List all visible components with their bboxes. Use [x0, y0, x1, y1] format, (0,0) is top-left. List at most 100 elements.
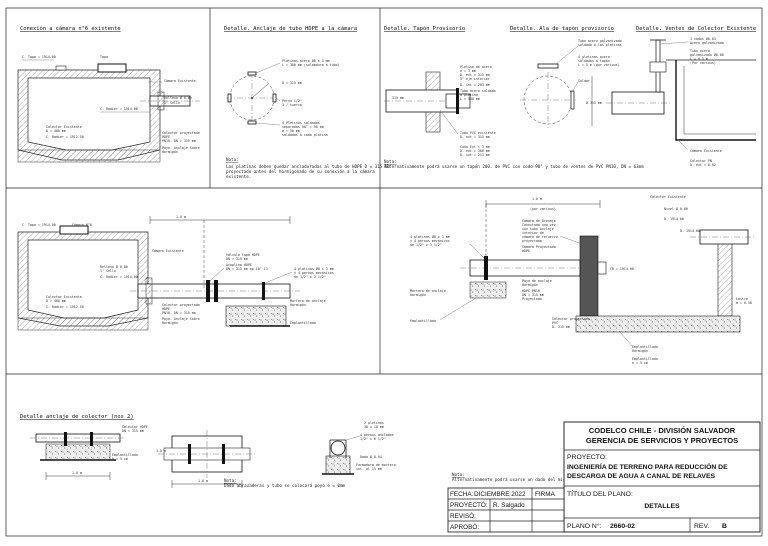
- date-label: FECHA:: [450, 491, 474, 498]
- chamber-label: Cámara Existente: [164, 79, 196, 83]
- existing-collector-elev-2: D. 1914.00: [680, 229, 700, 233]
- note-line-2: proyectado antes del hormigonado de su c…: [226, 169, 375, 174]
- chamber-drain-f: proyectada: [522, 239, 542, 243]
- designed-by-label: PROYECTÓ:: [450, 500, 488, 509]
- panel-connection-section: 1.0 m C. Tapa = 1914.00 Cámara N°6 Cámar…: [17, 215, 334, 331]
- hdpe-pipe: HDPE PN10: [522, 289, 540, 293]
- wing-galv-tube: Tubo acero galvanizado: [578, 39, 622, 43]
- designed-by-value: R. Salgado: [493, 502, 525, 509]
- view3-bolts: 4 pernos anclados: [360, 433, 394, 437]
- view1-lean-thk: H = 5 cm: [112, 457, 128, 461]
- projected-collector: Colector proyectado: [552, 317, 590, 321]
- vent-collector: Colector PN: [690, 159, 712, 163]
- panel-title: Conexión a cámara n°6 existente: [20, 25, 121, 32]
- note2-heading: Nota:: [224, 478, 237, 483]
- reviewed-by-label: REVISÓ:: [450, 511, 476, 520]
- dimension-1m: 1.0 m: [532, 197, 542, 201]
- panel-title: Detalle. Anclaje de tubo HDPE a la cámar…: [224, 25, 357, 32]
- lean-concrete-label: Emplantillado: [290, 321, 316, 325]
- bolt-label: Perno 1/2": [282, 99, 302, 103]
- date-value: DICIEMBRE 2022: [474, 491, 526, 498]
- wing-plates-weld: soldadas a tapón: [578, 59, 610, 63]
- plates-spacing: separadas 90° = 90 mm: [282, 125, 324, 129]
- approved-by-label: APROBÓ:: [450, 522, 479, 531]
- vent-tube-varios: (Por various): [690, 61, 716, 65]
- wedge-ext: D. ext = 300 mm: [460, 149, 490, 153]
- signature-label: FIRMA: [535, 491, 556, 498]
- existing-collector-label: Colector Existente: [46, 125, 82, 129]
- seal-label: 1° Sello: [100, 269, 116, 273]
- plates-welded: 4 Pletinas soldadas: [282, 121, 320, 125]
- existing-collector-dia: D = 400 mm: [46, 299, 66, 303]
- view1-collector-dn: DN = 315 mm: [122, 429, 144, 433]
- company-name: CODELCO CHILE - DIVISIÓN SALVADOR: [589, 426, 736, 435]
- note-heading: Nota:: [226, 157, 239, 162]
- plug-int-dia: D. int = 203 mm: [460, 83, 490, 87]
- view3-bolts-size: 1/2" x 6 1/2": [360, 437, 386, 441]
- panel-collector-anchorage: Detalle anclaje de colector (nos 2) 1.0 …: [20, 414, 644, 488]
- panel-title: Detalle anclaje de colector (nos 2): [20, 414, 134, 420]
- plan-number-label: PLANO N°:: [567, 522, 602, 530]
- wing-weld: Soldar: [578, 79, 590, 83]
- projected-collector-material: HDPE: [162, 135, 170, 139]
- plug-welded-to: a pletina: [460, 93, 478, 97]
- existing-collector-elev-1: D. 1914.00: [664, 217, 684, 221]
- wedge-label: Cuña Ext = 3 mm: [460, 145, 490, 149]
- plates-bolts-size: de 1/2" x 3 1/2": [294, 275, 326, 279]
- chamber-drain-c: con tubo Anclaje: [522, 227, 554, 231]
- existing-collector: Colector Existente: [650, 195, 686, 199]
- lean-concrete-1: Emplantillado: [632, 345, 658, 349]
- vent-tube-length: L = 0.5 m: [690, 57, 708, 61]
- projected-collector-dn: PN10. DN = 315 mm: [162, 139, 196, 143]
- mortar-label: Mortero de anclaje: [410, 289, 446, 293]
- plug-note-line: Alternativamente podrá usarse un tapón 2…: [384, 164, 644, 169]
- mortar-label: Mortero de anclaje: [290, 299, 326, 303]
- tapa-level-label: C. Tapa = 1914.00: [22, 223, 56, 227]
- existing-collector-dia: D = 400 mm: [46, 129, 66, 133]
- chamber-drain-d: interior de: [522, 231, 544, 235]
- radier-label: C. Radier = 1914.00: [100, 107, 138, 111]
- valve-dn: DN = 315 mm: [226, 257, 248, 261]
- department-name: GERENCIA DE SERVICIOS Y PROYECTOS: [586, 436, 738, 445]
- fill-label: Relleno Ø 0.80: [100, 264, 128, 269]
- chamber-no-label: Cámara N°6: [72, 223, 92, 227]
- coupling-label: Acoplina HDPE: [226, 263, 252, 267]
- coupling-dn: DN = 315 mm ep 10° 13: [226, 267, 268, 271]
- anchor-material: Hormigón: [162, 321, 178, 325]
- anchor-label: Poyo. Anclaje Sobre: [162, 317, 200, 321]
- vent-chamber: Cámara Existente: [690, 149, 722, 153]
- panel-temporary-plug: Detalle. Tapón Provisorio Detalle. Ala d…: [384, 25, 756, 169]
- diameter-label: D = 315 mm: [282, 81, 302, 85]
- note1-heading: Nota:: [452, 472, 465, 477]
- bolt-nut: 3 / tuerca: [282, 103, 302, 107]
- plate-length: L = 300 mm (soldadura a tubo): [282, 63, 340, 67]
- plug-plate-axis: 5° eje interior: [460, 77, 490, 81]
- project-name-1: INGENIERÍA DE TERRENO PARA REDUCCIÓN DE: [567, 462, 728, 471]
- view3-die: Dado Ø 0.04: [360, 454, 382, 459]
- project-label: PROYECTO:: [567, 454, 607, 461]
- view2-dim: 1.0 m: [198, 479, 208, 483]
- projected-collector-dn: PN10. DN = 315 mm: [162, 311, 196, 315]
- plates-bolts: y 4 pernos mecánicos: [410, 239, 450, 243]
- view1-lean: Emplantillado: [112, 453, 138, 457]
- view3-plates: 2 pletinas: [364, 421, 384, 425]
- mortar-material: Hormigón: [290, 303, 306, 307]
- panel-projected-chamber: 1.0 m (por various) Cámara de Drenaje Co…: [410, 195, 756, 365]
- projected-collector-dia: D. 315 mm: [552, 325, 570, 329]
- seal-label: 1° Sello: [164, 101, 180, 105]
- wedge-int: D. int = 213 mm: [460, 153, 490, 157]
- anchor-label-material: Hormigón: [162, 150, 178, 154]
- plates-bolts-size: de 1/2" x 3 1/2": [410, 243, 442, 247]
- revision-label: REV.: [694, 523, 709, 530]
- plug-length: L = 500 mm: [460, 97, 480, 101]
- dimension-1m: 1.0 m: [176, 215, 186, 219]
- projected-chamber: Cámara Proyectada: [522, 245, 556, 249]
- plug-note-heading: Nota:: [384, 159, 397, 164]
- chamber-drain: Cámara de Drenaje: [522, 219, 556, 223]
- projected-chamber-material: HDPE: [522, 249, 530, 253]
- plates-welded-each: soldadas a cada platina: [282, 133, 328, 137]
- panel-hdpe-anchorage: Detalle. Anclaje de tubo HDPE a la cámar…: [224, 25, 390, 179]
- plug-plate-ext: D. ext = 315 mm: [460, 73, 490, 77]
- plug-plate: Pletina de acero: [460, 65, 492, 69]
